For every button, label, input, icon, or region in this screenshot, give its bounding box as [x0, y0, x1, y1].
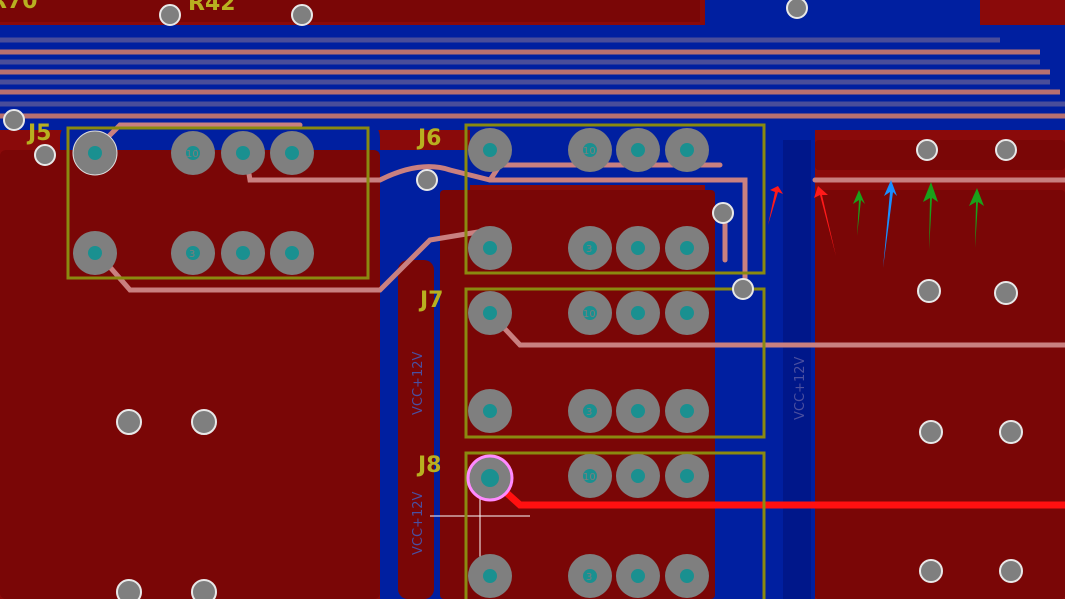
- label-r42-fragment: R42: [188, 0, 236, 16]
- j7-pads[interactable]: [468, 291, 709, 433]
- arrow-blue: [883, 180, 897, 268]
- net-label-vcc-3: VCC+12V: [793, 357, 808, 420]
- component-outlines: [66, 123, 766, 599]
- j6-pads[interactable]: [468, 128, 709, 270]
- vias[interactable]: [3, 0, 1023, 599]
- padnum-j6-bottom: 3: [586, 244, 592, 255]
- bus-traces: [0, 37, 1065, 119]
- arrow-red-1: [768, 186, 783, 225]
- j8-pads[interactable]: [466, 454, 709, 598]
- j5-pads[interactable]: [72, 130, 314, 275]
- padnum-j7-bottom: 3: [586, 407, 592, 418]
- net-label-vcc-1: VCC+12V: [411, 352, 426, 415]
- arrow-green-1: [853, 190, 865, 236]
- label-j6: J6: [416, 126, 442, 151]
- label-j7: J7: [418, 288, 444, 313]
- net-label-vcc-2: VCC+12V: [411, 492, 426, 555]
- label-j8: J8: [416, 453, 442, 478]
- padnum-j5-bottom: 3: [189, 249, 195, 260]
- padnum-j8-bottom: 3: [586, 572, 592, 583]
- padnum-j6-top: 10: [583, 146, 596, 157]
- vcc-pours: [398, 140, 811, 599]
- annotation-arrows: [768, 180, 984, 268]
- label-j5: J5: [26, 121, 52, 146]
- arrow-green-3: [969, 188, 984, 248]
- padnum-j5-top: 10: [186, 149, 199, 160]
- label-r70-fragment: R70: [0, 0, 38, 14]
- arrow-green-2: [923, 182, 938, 250]
- arrow-red-2: [814, 186, 836, 256]
- padnum-j7-top: 10: [583, 309, 596, 320]
- padnum-j8-top: 10: [583, 472, 596, 483]
